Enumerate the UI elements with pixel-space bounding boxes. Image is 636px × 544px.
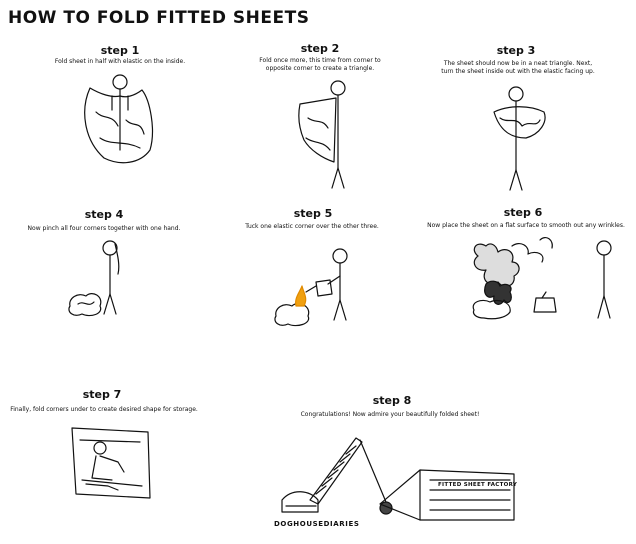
gas-can-icon	[533, 297, 557, 313]
sheet-icon	[298, 97, 337, 163]
step-2-label: step 2	[300, 42, 340, 55]
step-2-text: Fold once more, this time from corner to…	[259, 57, 381, 72]
step-1-text: Fold sheet in half with elastic on the i…	[54, 58, 186, 65]
step-6-label: step 6	[503, 206, 543, 219]
sheet-pile-icon	[274, 303, 310, 327]
head-icon	[102, 240, 118, 256]
head-icon	[596, 240, 612, 256]
credit-text: DOGHOUSEDIARIES	[274, 520, 360, 528]
crane-tracks-icon	[281, 491, 319, 513]
step-3-text: The sheet should now be in a neat triang…	[441, 60, 595, 75]
factory-sign-text: FITTED SHEET FACTORY	[438, 482, 518, 488]
flame-icon	[295, 285, 307, 307]
step-8-label: step 8	[372, 394, 412, 407]
sheet-icon	[84, 87, 153, 164]
step-1-figure	[84, 74, 153, 164]
step-7-text: Finally, fold corners under to create de…	[10, 406, 198, 413]
step-7-figure	[71, 427, 151, 499]
sheet-pile-icon	[68, 293, 102, 317]
step-2-figure	[298, 80, 346, 189]
step-7-label: step 7	[82, 388, 122, 401]
crane-arm-icon	[309, 437, 363, 505]
step-4-figure	[68, 240, 120, 317]
step-8-figure	[281, 437, 515, 521]
factory-building-icon	[379, 469, 515, 521]
head-icon	[508, 86, 524, 102]
step-1-label: step 1	[100, 44, 140, 57]
step-5-figure	[274, 248, 348, 327]
smoke-cloud-icon	[473, 243, 520, 287]
step-8-text: Congratulations! Now admire your beautif…	[300, 411, 480, 418]
step-5-label: step 5	[293, 207, 333, 220]
sheet-icon	[493, 106, 546, 139]
head-icon	[112, 74, 128, 90]
gas-can-icon	[315, 279, 333, 297]
step-3-label: step 3	[496, 44, 536, 57]
step-5-text: Tuck one elastic corner over the other t…	[245, 223, 379, 230]
step-4-label: step 4	[84, 208, 124, 221]
head-icon	[332, 248, 348, 264]
step-6-figure	[472, 236, 612, 320]
step-6-text: Now place the sheet on a flat surface to…	[427, 222, 625, 229]
step-3-figure	[493, 86, 546, 191]
head-icon	[93, 441, 107, 455]
step-4-text: Now pinch all four corners together with…	[27, 225, 181, 232]
folded-sheet-icon	[71, 427, 151, 499]
burnt-sheet-icon	[484, 280, 512, 305]
comic-title: HOW TO FOLD FITTED SHEETS	[8, 8, 310, 28]
head-icon	[330, 80, 346, 96]
